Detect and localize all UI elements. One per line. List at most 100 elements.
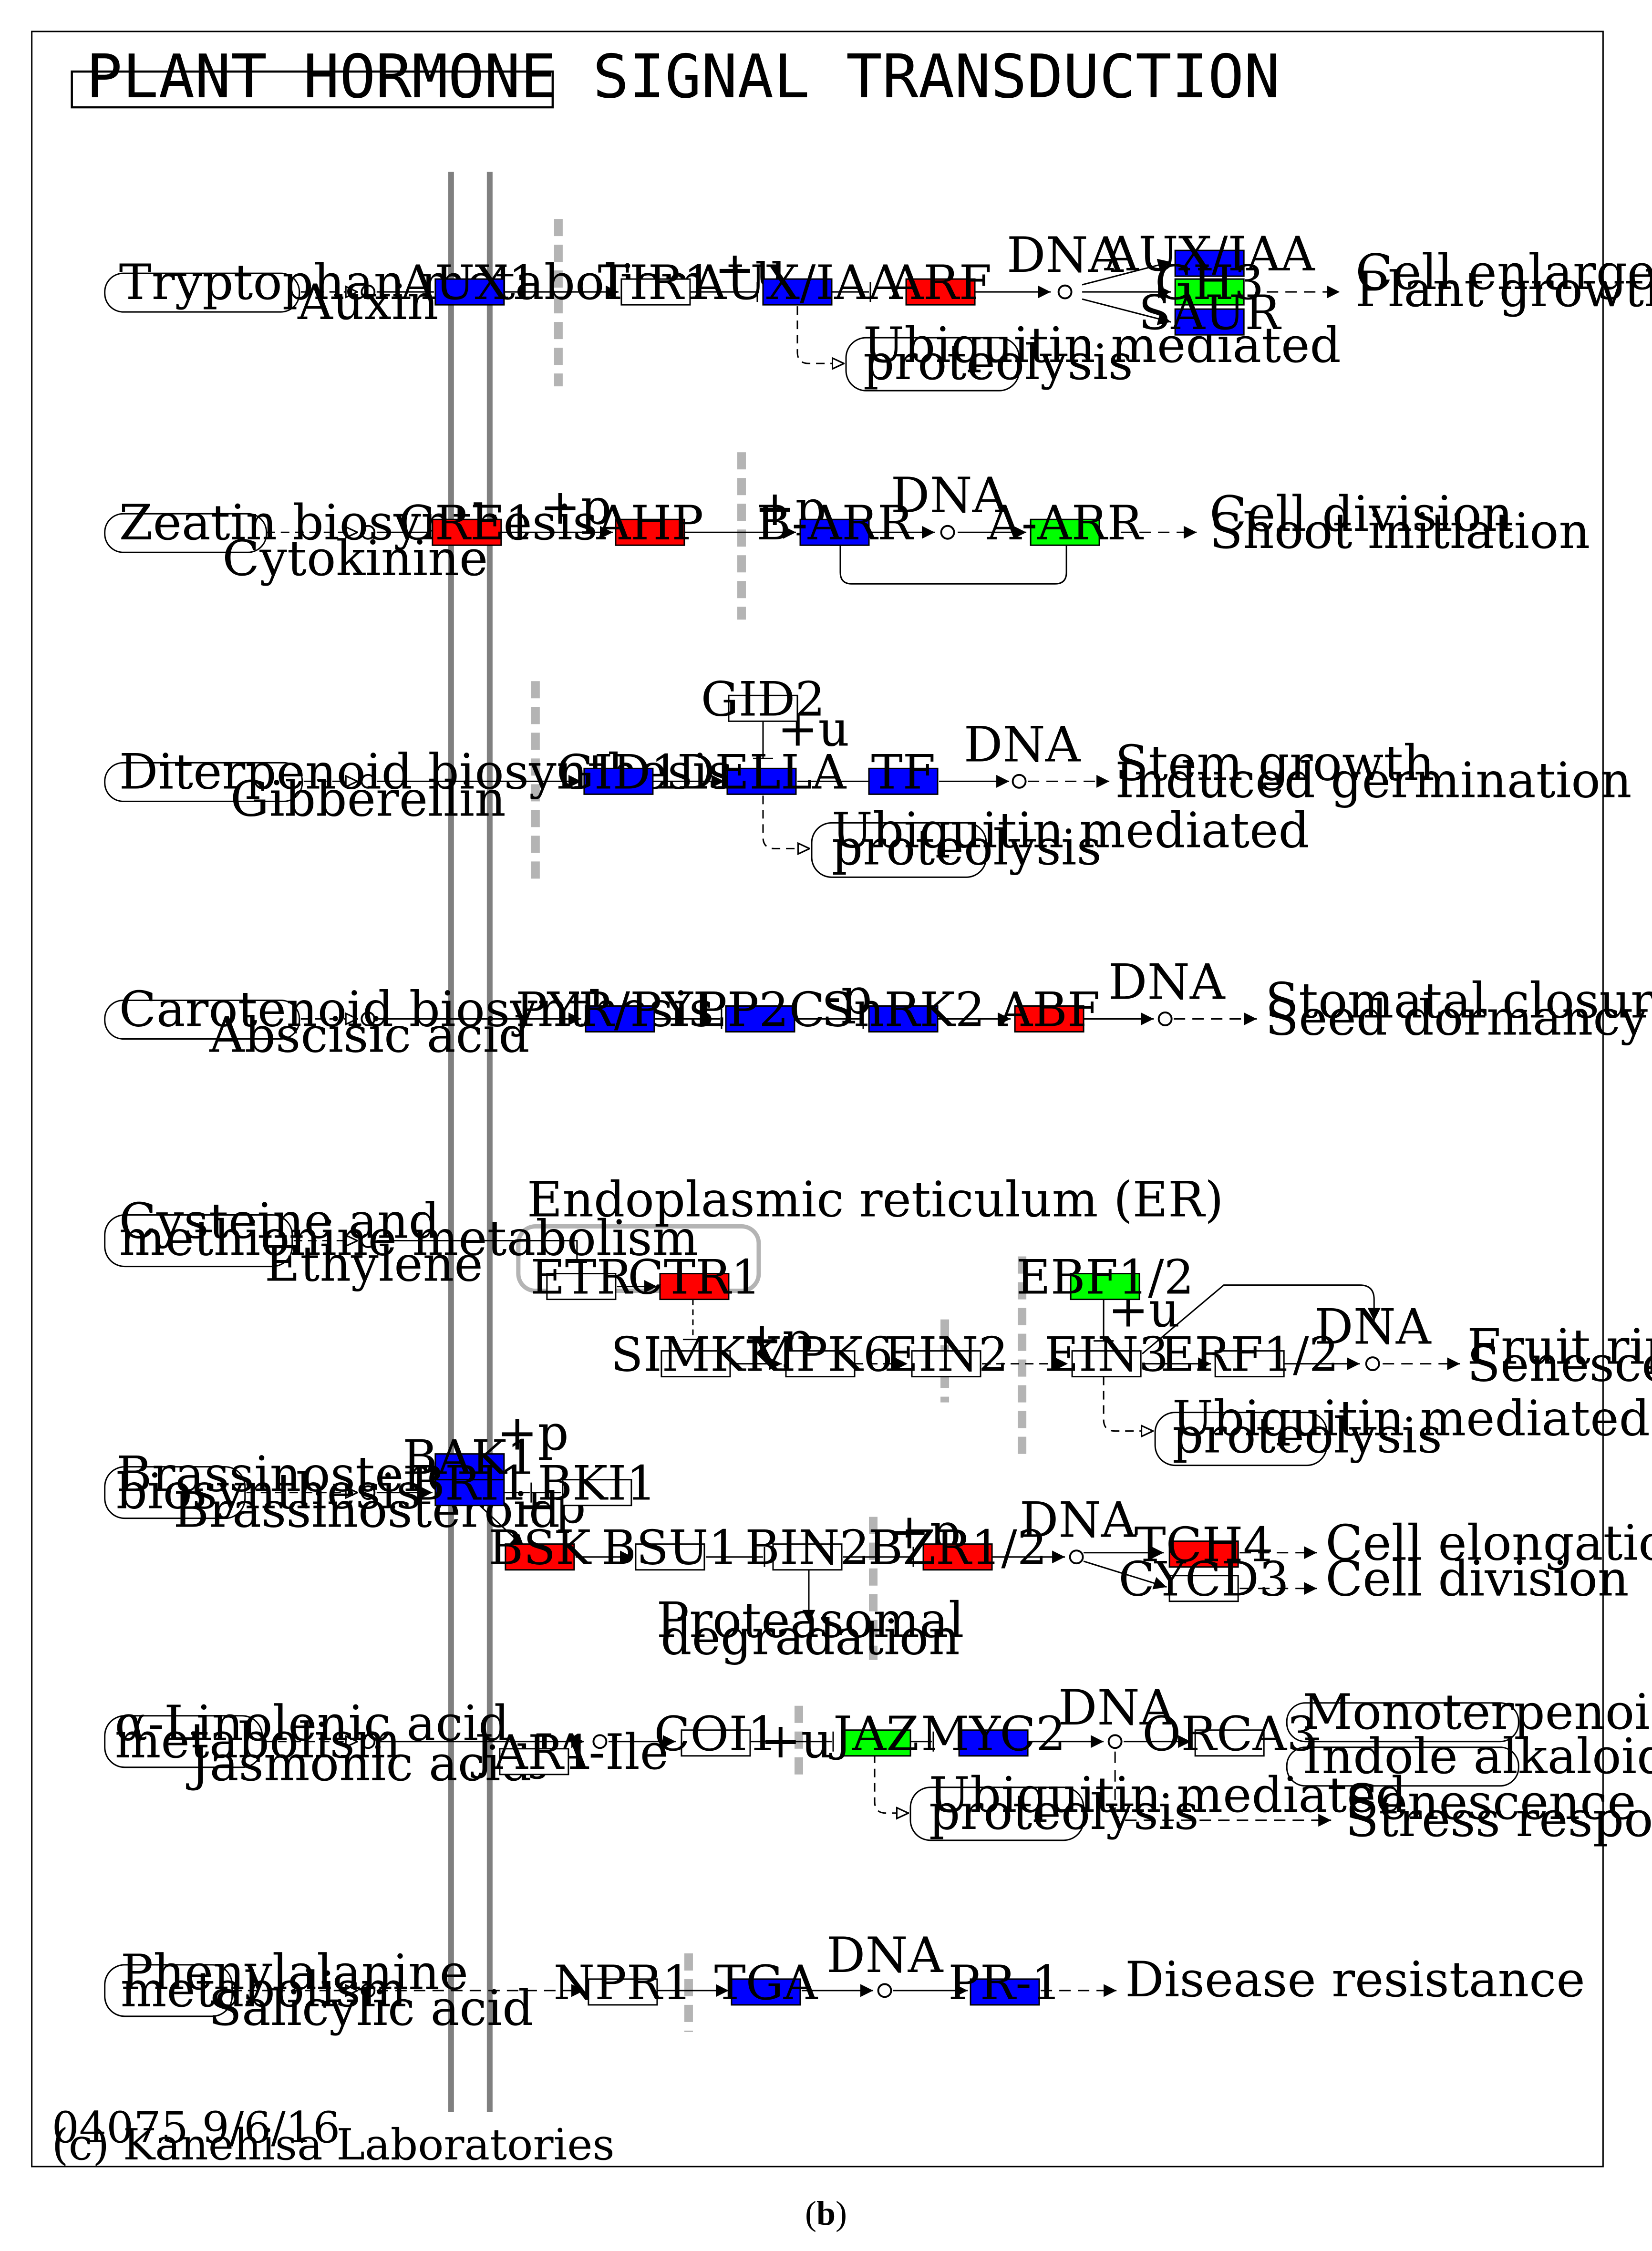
gene-gid1[interactable]: GID1 [557,745,681,800]
label-zeatin: Zeatin biosynthesis [119,495,598,551]
svg-text:SnRK2: SnRK2 [821,982,985,1037]
gene-simkk[interactable]: SIMKK [611,1328,782,1383]
map-link-brassinosteroid[interactable] [104,1466,246,1519]
svg-text:B-ARR: B-ARR [756,496,914,551]
gene-ein2[interactable]: EIN2 [884,1328,1009,1383]
svg-text:ARF: ARF [889,256,992,310]
svg-text:GID2: GID2 [701,672,826,727]
gene-saur[interactable]: SAUR [1138,286,1281,341]
label-ubq-j2: proteolysis [929,1784,1199,1841]
map-link-ubiquitin-ethylene[interactable] [1154,1412,1328,1466]
mod-p-bak1: +p [497,1405,569,1462]
map-link-phenylalanine[interactable] [104,1964,233,2017]
map-link-ubiquitin-jasmonic[interactable] [909,1786,1084,1841]
svg-text:ABF: ABF [998,982,1100,1037]
map-links [104,272,1519,2017]
outcome-senescence: Senescence [1467,1336,1652,1393]
gene-bsu1[interactable]: BSU1 [601,1521,738,1576]
gene-tch4[interactable]: TCH4 [1135,1518,1273,1573]
svg-text:JAR1: JAR1 [470,1725,593,1780]
gene-della[interactable]: DELLA [677,745,847,800]
gene-ahp[interactable]: AHP [596,496,703,551]
map-link-monoterpenoid[interactable] [1286,1702,1519,1743]
gene-pp2c[interactable]: PP2C [695,982,825,1037]
gene-tf[interactable]: TF [868,745,939,800]
label-auxin: Auxin [297,274,438,331]
gene-snrk2[interactable]: SnRK2 [821,982,985,1037]
svg-text:BSK: BSK [489,1521,592,1576]
label-salicylic: Salicylic acid [208,1980,533,2037]
svg-text:EIN2: EIN2 [884,1328,1009,1383]
er-label: Endoplasmic reticulum (ER) [527,1172,1224,1229]
gene-mpk6[interactable]: MPK6 [748,1328,893,1383]
outcome-induced-germination: Induced germination [1115,752,1631,809]
map-link-tryptophan[interactable] [104,272,300,313]
map-link-ubiquitin-gibberellin[interactable] [811,822,987,878]
gene-arf[interactable]: ARF [889,256,992,310]
outcome-senescence-2: Senescence [1345,1774,1636,1831]
dna-label-8: DNA [826,1927,944,1984]
outcome-cell-elongation: Cell elongation [1325,1515,1652,1572]
svg-text:ETR: ETR [530,1250,633,1305]
gene-aux-iaa-2[interactable]: AUX/IAA [1104,227,1315,282]
map-link-linolenic[interactable] [104,1715,263,1768]
map-link-carotenoid[interactable] [104,999,300,1040]
gene-bzr12[interactable]: BZR1/2 [868,1521,1047,1576]
gene-abf[interactable]: ABF [998,982,1100,1037]
gene-bin2[interactable]: BIN2 [745,1521,870,1576]
gene-bak1[interactable]: BAK1 [403,1431,537,1486]
gene-orca3[interactable]: ORCA3 [1142,1707,1317,1762]
svg-text:EIN3: EIN3 [1044,1328,1169,1383]
gene-cycd3[interactable]: CYCD3 [1118,1552,1289,1607]
gene-ein3[interactable]: EIN3 [1044,1328,1169,1383]
pathway-edges [233,258,1460,1997]
map-link-cysteine[interactable] [104,1214,293,1268]
gene-gh3[interactable]: GH3 [1155,256,1264,310]
svg-text:AHP: AHP [596,496,703,551]
svg-text:BSU1: BSU1 [601,1521,738,1576]
gene-bki1[interactable]: BKI1 [537,1456,656,1511]
gene-gid2[interactable]: GID2 [701,672,826,727]
gene-etr[interactable]: ETR [530,1250,633,1305]
gene-a-arr[interactable]: A-ARR [987,496,1144,551]
svg-text:JAZ: JAZ [829,1707,919,1762]
gene-coi1[interactable]: COI1 [654,1707,777,1762]
gene-tir1[interactable]: TIR1 [598,256,714,310]
svg-text:TF: TF [871,745,936,800]
gene-ctr1[interactable]: CTR1 [628,1250,761,1305]
map-link-diterpenoid[interactable] [104,762,303,802]
gene-erf12[interactable]: ERF1/2 [1160,1328,1339,1383]
gene-myc2[interactable]: MYC2 [921,1707,1066,1762]
mod-u-coi1: +u [760,1713,832,1769]
map-link-ubiquitin-auxin[interactable] [845,337,1020,392]
gene-b-arr[interactable]: B-ARR [756,496,914,551]
gene-aux-iaa-1[interactable]: AUX/IAA [692,256,903,310]
label-ubq-a2: proteolysis [863,334,1133,391]
gene-jaz[interactable]: JAZ [829,1707,919,1762]
gene-bsk[interactable]: BSK [489,1521,592,1576]
svg-text:GID1: GID1 [557,745,681,800]
gene-bri1[interactable]: BRI1 [410,1456,529,1511]
label-brassino-2: biosynthesis [116,1464,421,1520]
label-ubq-j1: Ubiquitin mediated [929,1767,1407,1824]
svg-text:AUX/IAA: AUX/IAA [1104,227,1315,282]
gene-pyr-pyl[interactable]: PYR/PYL [516,982,724,1037]
gene-pr1[interactable]: PR-1 [948,1956,1062,2011]
svg-text:SAUR: SAUR [1138,286,1281,341]
outcome-shoot-initiation: Shoot initiation [1209,503,1590,560]
gene-tga[interactable]: TGA [714,1956,818,2011]
dna-label-1: DNA [1007,227,1124,284]
svg-text:BAK1: BAK1 [403,1431,537,1486]
map-link-zeatin[interactable] [104,513,268,553]
gene-ebf12[interactable]: EBF1/2 [1016,1250,1194,1305]
label-phenylalanine-1: Phenylalanine [121,1944,468,2001]
gene-jar1[interactable]: JAR1 [470,1725,593,1780]
svg-text:SIMKK: SIMKK [611,1328,782,1383]
map-link-indole[interactable] [1286,1746,1519,1787]
gene-aux1[interactable]: AUX1 [401,256,538,310]
svg-text:DELLA: DELLA [677,745,847,800]
caption-letter: b [816,2194,836,2232]
gene-npr1[interactable]: NPR1 [554,1956,692,2011]
gene-cre1[interactable]: CRE1 [399,496,535,551]
